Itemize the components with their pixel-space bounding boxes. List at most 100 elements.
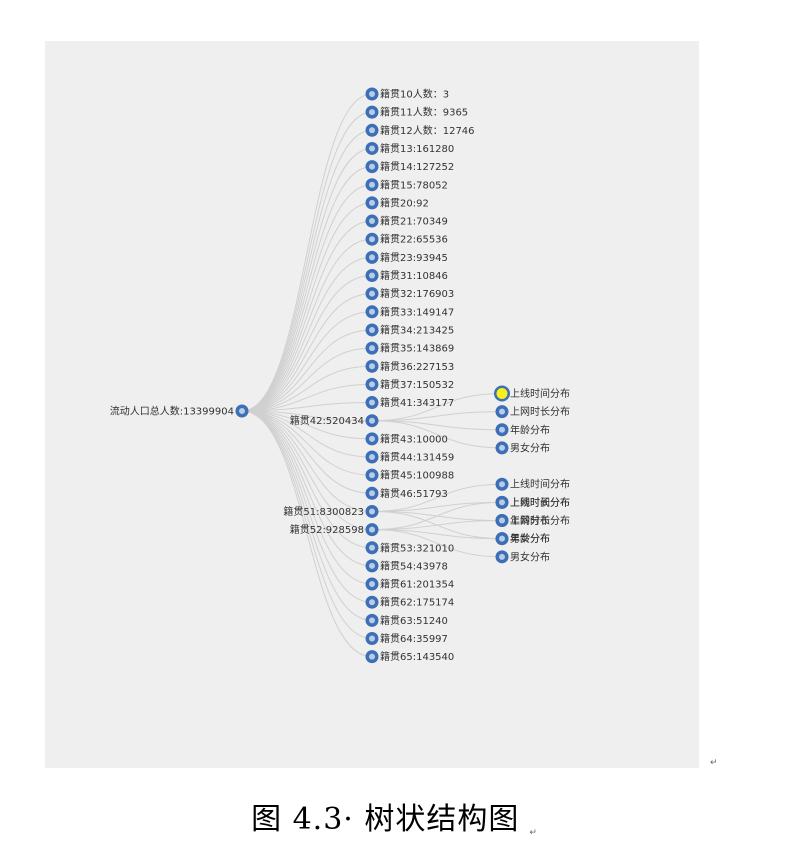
tree-node-label: 籍贯13:161280 <box>380 142 454 155</box>
tree-node-region[interactable]: 籍贯41:343177 <box>365 396 455 410</box>
tree-node-region[interactable]: 籍贯53:321010 <box>365 541 455 555</box>
tree-node-label: 籍贯45:100988 <box>380 469 454 482</box>
tree-link <box>241 184 373 412</box>
tree-node-core <box>369 508 375 515</box>
tree-node-region[interactable]: 籍贯22:65536 <box>365 232 448 246</box>
tree-node-region[interactable]: 籍贯21:70349 <box>365 214 448 228</box>
tree-node-leaf[interactable]: 上线时间分布 <box>495 477 571 491</box>
tree-node-label: 年龄分布 <box>510 532 550 545</box>
tree-node-leaf[interactable]: 上线时间分布 <box>494 385 570 402</box>
tree-node-core <box>239 408 245 414</box>
tree-node-region[interactable]: 籍贯14:127252 <box>365 160 455 174</box>
tree-node-label: 籍贯62:175174 <box>380 596 454 609</box>
tree-node-region[interactable]: 籍贯51:8300823 <box>283 504 379 518</box>
tree-node-core <box>369 91 375 97</box>
tree-node-core <box>499 535 505 542</box>
tree-node-leaf[interactable]: 年龄分布 <box>495 423 551 437</box>
tree-node-region[interactable]: 籍贯42:520434 <box>290 414 379 428</box>
tree-node-region[interactable]: 籍贯36:227153 <box>365 359 455 373</box>
tree-link <box>241 410 373 658</box>
tree-link <box>371 529 503 558</box>
tree-node-label: 籍贯37:150532 <box>380 378 454 391</box>
caption-paragraph-mark: ↵ <box>529 828 538 838</box>
tree-node-core <box>369 435 375 442</box>
tree-node-label: 籍贯52:928598 <box>290 523 364 536</box>
tree-node-region[interactable]: 籍贯65:143540 <box>365 650 455 664</box>
tree-link <box>241 383 373 412</box>
tree-node-region[interactable]: 籍贯31:10846 <box>365 269 448 282</box>
tree-node-label: 籍贯11人数：9365 <box>380 106 468 119</box>
tree-node-label: 男女分布 <box>510 550 550 563</box>
tree-node-leaf[interactable]: 男女分布 <box>495 441 551 455</box>
tree-node-leaf[interactable]: 男女分布 <box>495 550 551 564</box>
tree-node-core <box>369 199 375 206</box>
tree-link <box>241 410 373 531</box>
tree-node-region[interactable]: 籍贯62:175174 <box>365 595 455 609</box>
tree-node-core <box>369 308 375 315</box>
tree-node-core <box>369 290 375 297</box>
tree-node-region[interactable]: 籍贯10人数：3 <box>365 87 450 101</box>
tree-node-region[interactable]: 籍贯35:143869 <box>365 341 455 355</box>
tree-node-region[interactable]: 籍贯23:93945 <box>365 250 448 264</box>
tree-node-region[interactable]: 籍贯54:43978 <box>365 559 448 573</box>
tree-node-core <box>369 363 375 370</box>
tree-node-label: 籍贯10人数：3 <box>380 88 449 101</box>
tree-node-label: 男女分布 <box>510 532 550 545</box>
tree-link <box>241 410 373 494</box>
tree-node-region[interactable]: 籍贯64:35997 <box>365 632 448 645</box>
tree-node-core <box>499 481 505 488</box>
tree-node-region[interactable]: 籍贯33:149147 <box>365 305 455 319</box>
tree-node-label: 籍贯36:227153 <box>380 360 454 373</box>
tree-node-highlight <box>496 387 508 399</box>
tree-node-leaf[interactable]: 上网时长分布 <box>495 514 571 528</box>
tree-node-region[interactable]: 籍贯15:78052 <box>365 178 448 192</box>
tree-node-label: 上线时间分布 <box>510 496 570 509</box>
tree-link <box>241 410 373 512</box>
tree-node-region[interactable]: 籍贯37:150532 <box>365 377 455 391</box>
tree-node-label: 籍贯53:321010 <box>380 541 454 554</box>
tree-node-label: 上网时长分布 <box>510 515 570 527</box>
tree-node-region[interactable]: 籍贯45:100988 <box>365 468 455 482</box>
tree-node-core <box>369 272 375 279</box>
tree-node-region[interactable]: 籍贯44:131459 <box>365 450 455 464</box>
tree-node-core <box>369 417 375 424</box>
tree-node-label: 籍贯20:92 <box>380 196 429 209</box>
tree-link <box>371 520 503 531</box>
tree-node-core <box>369 145 375 152</box>
tree-node-region[interactable]: 籍贯32:176903 <box>365 287 455 301</box>
tree-node-region[interactable]: 籍贯52:928598 <box>290 523 379 537</box>
tree-node-region[interactable]: 籍贯11人数：9365 <box>365 105 469 119</box>
tree-link <box>241 410 373 476</box>
tree-node-leaf[interactable]: 上线时间分布 <box>495 495 571 509</box>
tree-node-leaf[interactable]: 上网时长分布 <box>495 405 571 419</box>
tree-node-region[interactable]: 籍贯12人数：12746 <box>365 123 475 137</box>
tree-node-region[interactable]: 籍贯13:161280 <box>365 141 455 155</box>
tree-link <box>371 392 503 422</box>
tree-node-region[interactable]: 籍贯63:51240 <box>365 613 448 627</box>
tree-node-core <box>369 127 375 134</box>
tree-node-label: 籍贯21:70349 <box>380 215 448 228</box>
tree-node-core <box>369 599 375 606</box>
tree-node-core <box>499 499 505 506</box>
tree-node-region[interactable]: 籍贯43:10000 <box>365 432 448 446</box>
tree-node-region[interactable]: 籍贯61:201354 <box>365 577 455 591</box>
tree-node-region[interactable]: 籍贯20:92 <box>365 196 429 210</box>
tree-node-core <box>369 490 375 497</box>
tree-link <box>241 410 373 549</box>
tree-node-label: 籍贯23:93945 <box>380 251 448 264</box>
tree-node-core <box>499 553 505 560</box>
tree-link <box>241 166 373 412</box>
tree-diagram-panel: 籍贯10人数：3 籍贯11人数：9365 籍贯12人数：12746 籍贯13:1612… <box>45 41 699 768</box>
tree-node-label: 籍贯65:143540 <box>380 650 454 663</box>
tree-node-region[interactable]: 籍贯46:51793 <box>365 486 448 500</box>
tree-link <box>241 329 373 412</box>
tree-node-root[interactable]: 流动人口总人数:13399904 <box>110 404 249 418</box>
tree-node-core <box>499 426 505 433</box>
tree-node-region[interactable]: 籍贯34:213425 <box>365 323 455 337</box>
tree-node-label: 流动人口总人数:13399904 <box>110 405 234 418</box>
tree-node-core <box>369 617 375 624</box>
tree-node-label: 籍贯63:51240 <box>380 614 448 627</box>
tree-node-leaf[interactable]: 年龄分布 <box>495 532 551 546</box>
tree-nodes: 籍贯10人数：3 籍贯11人数：9365 籍贯12人数：12746 籍贯13:1612… <box>110 87 571 664</box>
tree-node-label: 籍贯33:149147 <box>380 305 454 318</box>
